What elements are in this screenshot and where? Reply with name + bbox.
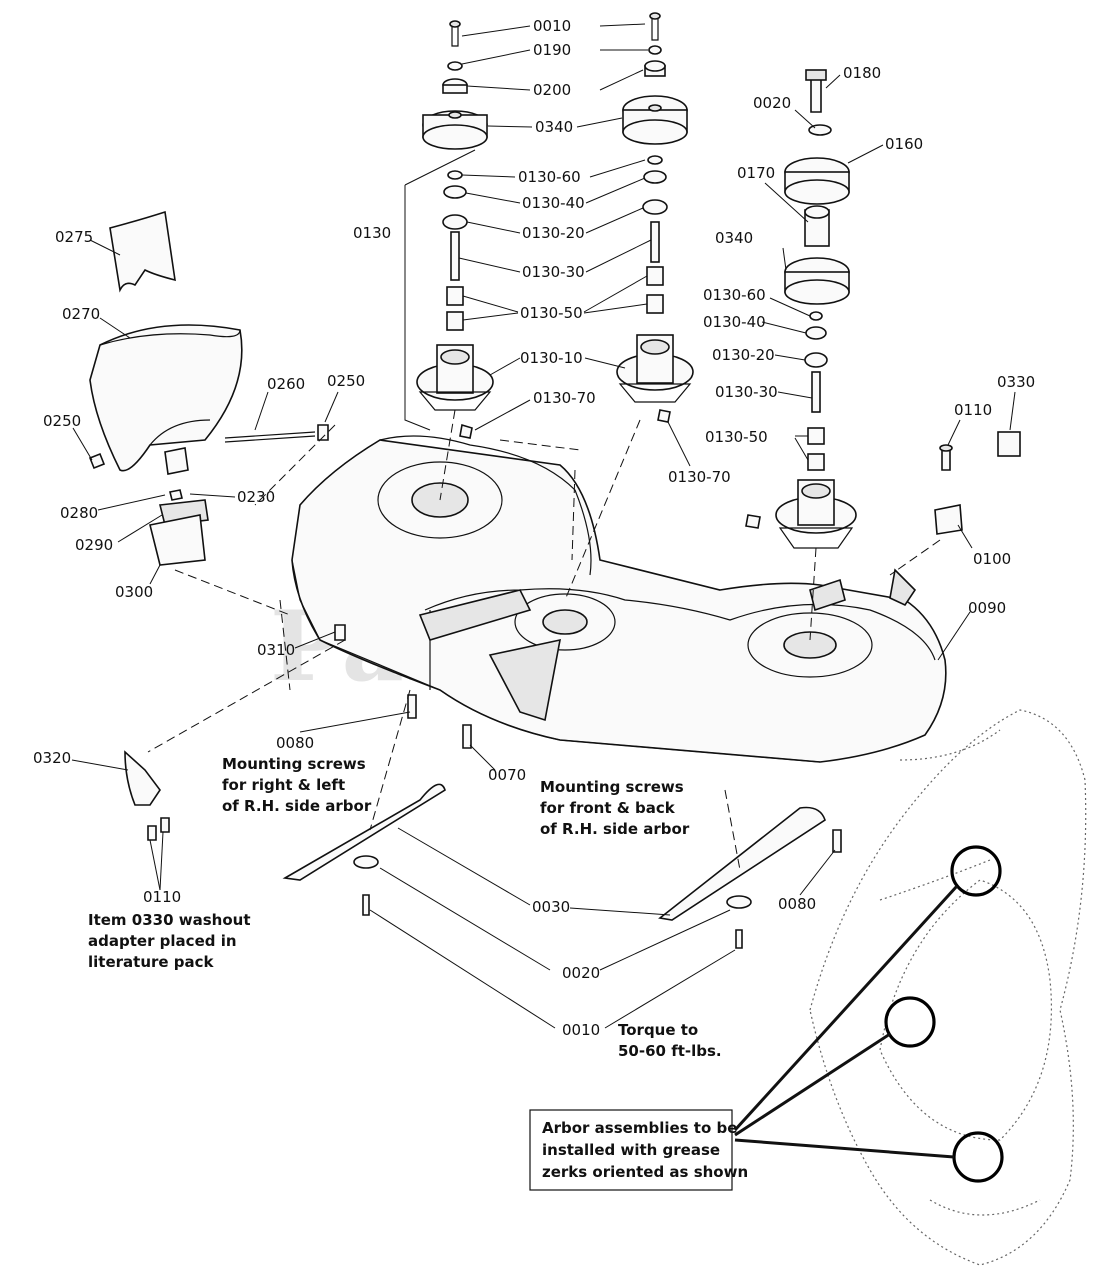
label-0030: 0030 [532, 898, 570, 916]
discharge-chute-parts [88, 210, 346, 806]
label-0250-left: 0250 [43, 412, 81, 430]
mower-blades [282, 783, 826, 921]
note-washout-adapter: Item 0330 washout adapter placed in lite… [88, 911, 251, 971]
label-0110-top: 0110 [954, 401, 992, 419]
note-line: Arbor assemblies to be [542, 1119, 737, 1137]
label-0130-20-b: 0130-20 [712, 346, 775, 364]
note-torque: Torque to 50-60 ft-lbs. [618, 1021, 722, 1060]
label-0080-left: 0080 [276, 734, 314, 752]
label-0170: 0170 [737, 164, 775, 182]
note-line: of R.H. side arbor [222, 797, 372, 815]
left-arbor-stack [416, 20, 494, 439]
label-0320: 0320 [33, 749, 71, 767]
label-0290: 0290 [75, 536, 113, 554]
note-line: for front & back [540, 799, 676, 817]
label-0130: 0130 [353, 224, 391, 242]
note-line: Item 0330 washout [88, 911, 251, 929]
label-0130-60-b: 0130-60 [703, 286, 766, 304]
label-0010-bottom: 0010 [562, 1021, 600, 1039]
label-0230: 0230 [237, 488, 275, 506]
note-mounting-screws-right-left: Mounting screws for right & left of R.H.… [222, 755, 372, 815]
assembly-dashed-lines [147, 409, 941, 871]
label-0190: 0190 [533, 41, 571, 59]
note-mounting-screws-front-back: Mounting screws for front & back of R.H.… [540, 778, 690, 838]
label-0300: 0300 [115, 583, 153, 601]
label-0130-40-a: 0130-40 [522, 194, 585, 212]
label-0280: 0280 [60, 504, 98, 522]
label-0130-50-b: 0130-50 [705, 428, 768, 446]
label-0130-10: 0130-10 [520, 349, 583, 367]
label-0020-top: 0020 [753, 94, 791, 112]
center-arbor-stack [616, 12, 694, 423]
note-line: literature pack [88, 953, 215, 971]
note-line: zerks oriented as shown [542, 1163, 748, 1181]
note-line: Torque to [618, 1021, 698, 1039]
right-arbor-stack [745, 69, 857, 549]
label-0130-30-a: 0130-30 [522, 263, 585, 281]
mower-deck-housing [291, 435, 947, 763]
label-0130-50-a: 0130-50 [520, 304, 583, 322]
note-arbor-box: Arbor assemblies to be installed with gr… [529, 1109, 748, 1191]
label-0260: 0260 [267, 375, 305, 393]
note-line: adapter placed in [88, 932, 237, 950]
label-0340-right: 0340 [715, 229, 753, 247]
note-line: of R.H. side arbor [540, 820, 690, 838]
note-line: 50-60 ft-lbs. [618, 1042, 722, 1060]
label-0110-bottom: 0110 [143, 888, 181, 906]
label-0250-right: 0250 [327, 372, 365, 390]
label-0130-20-a: 0130-20 [522, 224, 585, 242]
note-line: for right & left [222, 776, 345, 794]
label-0180: 0180 [843, 64, 881, 82]
grease-zerk-callouts [733, 845, 1004, 1183]
label-0020-bottom: 0020 [562, 964, 600, 982]
leader-lines [71, 23, 1016, 1029]
deck-top-view-outline [809, 709, 1087, 1266]
note-line: installed with grease [542, 1141, 720, 1159]
label-0080-right: 0080 [778, 895, 816, 913]
label-0275: 0275 [55, 228, 93, 246]
label-0340-left: 0340 [535, 118, 573, 136]
label-0130-60-a: 0130-60 [518, 168, 581, 186]
label-0310: 0310 [257, 641, 295, 659]
label-0200: 0200 [533, 81, 571, 99]
label-0130-70-b: 0130-70 [668, 468, 731, 486]
bolts-and-washers [147, 431, 1021, 949]
label-0010-top: 0010 [533, 17, 571, 35]
part-number-labels: 0010 0190 0200 0340 0130-60 0130-40 0130… [33, 17, 1035, 1039]
label-0270: 0270 [62, 305, 100, 323]
label-0130-70-a: 0130-70 [533, 389, 596, 407]
note-line: Mounting screws [540, 778, 684, 796]
label-0130-30-b: 0130-30 [715, 383, 778, 401]
label-0330: 0330 [997, 373, 1035, 391]
note-line: Mounting screws [222, 755, 366, 773]
label-0160: 0160 [885, 135, 923, 153]
label-0070: 0070 [488, 766, 526, 784]
label-0100: 0100 [973, 550, 1011, 568]
label-0130-40-b: 0130-40 [703, 313, 766, 331]
label-0090: 0090 [968, 599, 1006, 617]
